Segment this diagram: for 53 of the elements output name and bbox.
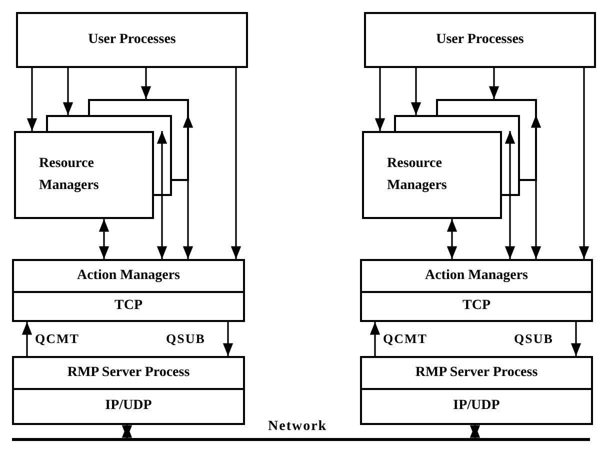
- arrow: [470, 425, 480, 438]
- arrow: [530, 115, 542, 259]
- arrow: [374, 68, 386, 131]
- layer-band: [360, 259, 593, 292]
- box-label: Action Managers: [424, 266, 528, 285]
- box-label: IP/UDP: [105, 397, 152, 416]
- layer-band: [12, 389, 245, 425]
- layer-band: [12, 356, 245, 389]
- box-label: RMP Server Process: [415, 364, 538, 382]
- arrow: [504, 131, 516, 259]
- process-box: [16, 12, 248, 68]
- stacked-box: [88, 99, 189, 115]
- layer-band: [12, 259, 245, 292]
- layer-band: [12, 292, 245, 322]
- arrow: [62, 68, 74, 115]
- network-label: Network: [268, 418, 328, 436]
- arrow: [182, 115, 194, 259]
- box-label: TCP: [114, 297, 142, 316]
- box-label: Action Managers: [76, 266, 180, 285]
- layer-band: [360, 389, 593, 425]
- stacked-box: [46, 115, 172, 131]
- box-label: User Processes: [436, 30, 524, 49]
- box-label: RMP Server Process: [67, 364, 190, 382]
- arrow: [140, 68, 152, 99]
- arrow: [370, 322, 380, 356]
- arrow: [98, 219, 110, 259]
- stacked-box: [436, 99, 537, 115]
- layer-band: [360, 292, 593, 322]
- arrow: [22, 322, 32, 356]
- box-label: TCP: [462, 297, 490, 316]
- arrow: [446, 219, 458, 259]
- process-box: [364, 12, 596, 68]
- box-label: IP/UDP: [453, 397, 500, 416]
- edge-label: QCMT: [383, 330, 428, 348]
- edge-label: QSUB: [514, 330, 554, 348]
- arrow: [578, 68, 590, 259]
- box-label: User Processes: [88, 30, 176, 49]
- arrow: [122, 425, 132, 438]
- stacked-box: [394, 115, 520, 131]
- box-label: Resource Managers: [387, 154, 448, 195]
- arrow: [230, 68, 242, 259]
- arrow: [26, 68, 38, 131]
- layer-band: [360, 356, 593, 389]
- arrow: [410, 68, 422, 115]
- arrow: [488, 68, 500, 99]
- process-box: [14, 131, 154, 219]
- box-label: Resource Managers: [39, 154, 100, 195]
- process-box: [362, 131, 502, 219]
- arrow: [156, 131, 168, 259]
- arrow: [570, 322, 582, 356]
- edge-label: QCMT: [35, 330, 80, 348]
- arrow: [222, 322, 234, 356]
- edge-label: QSUB: [166, 330, 206, 348]
